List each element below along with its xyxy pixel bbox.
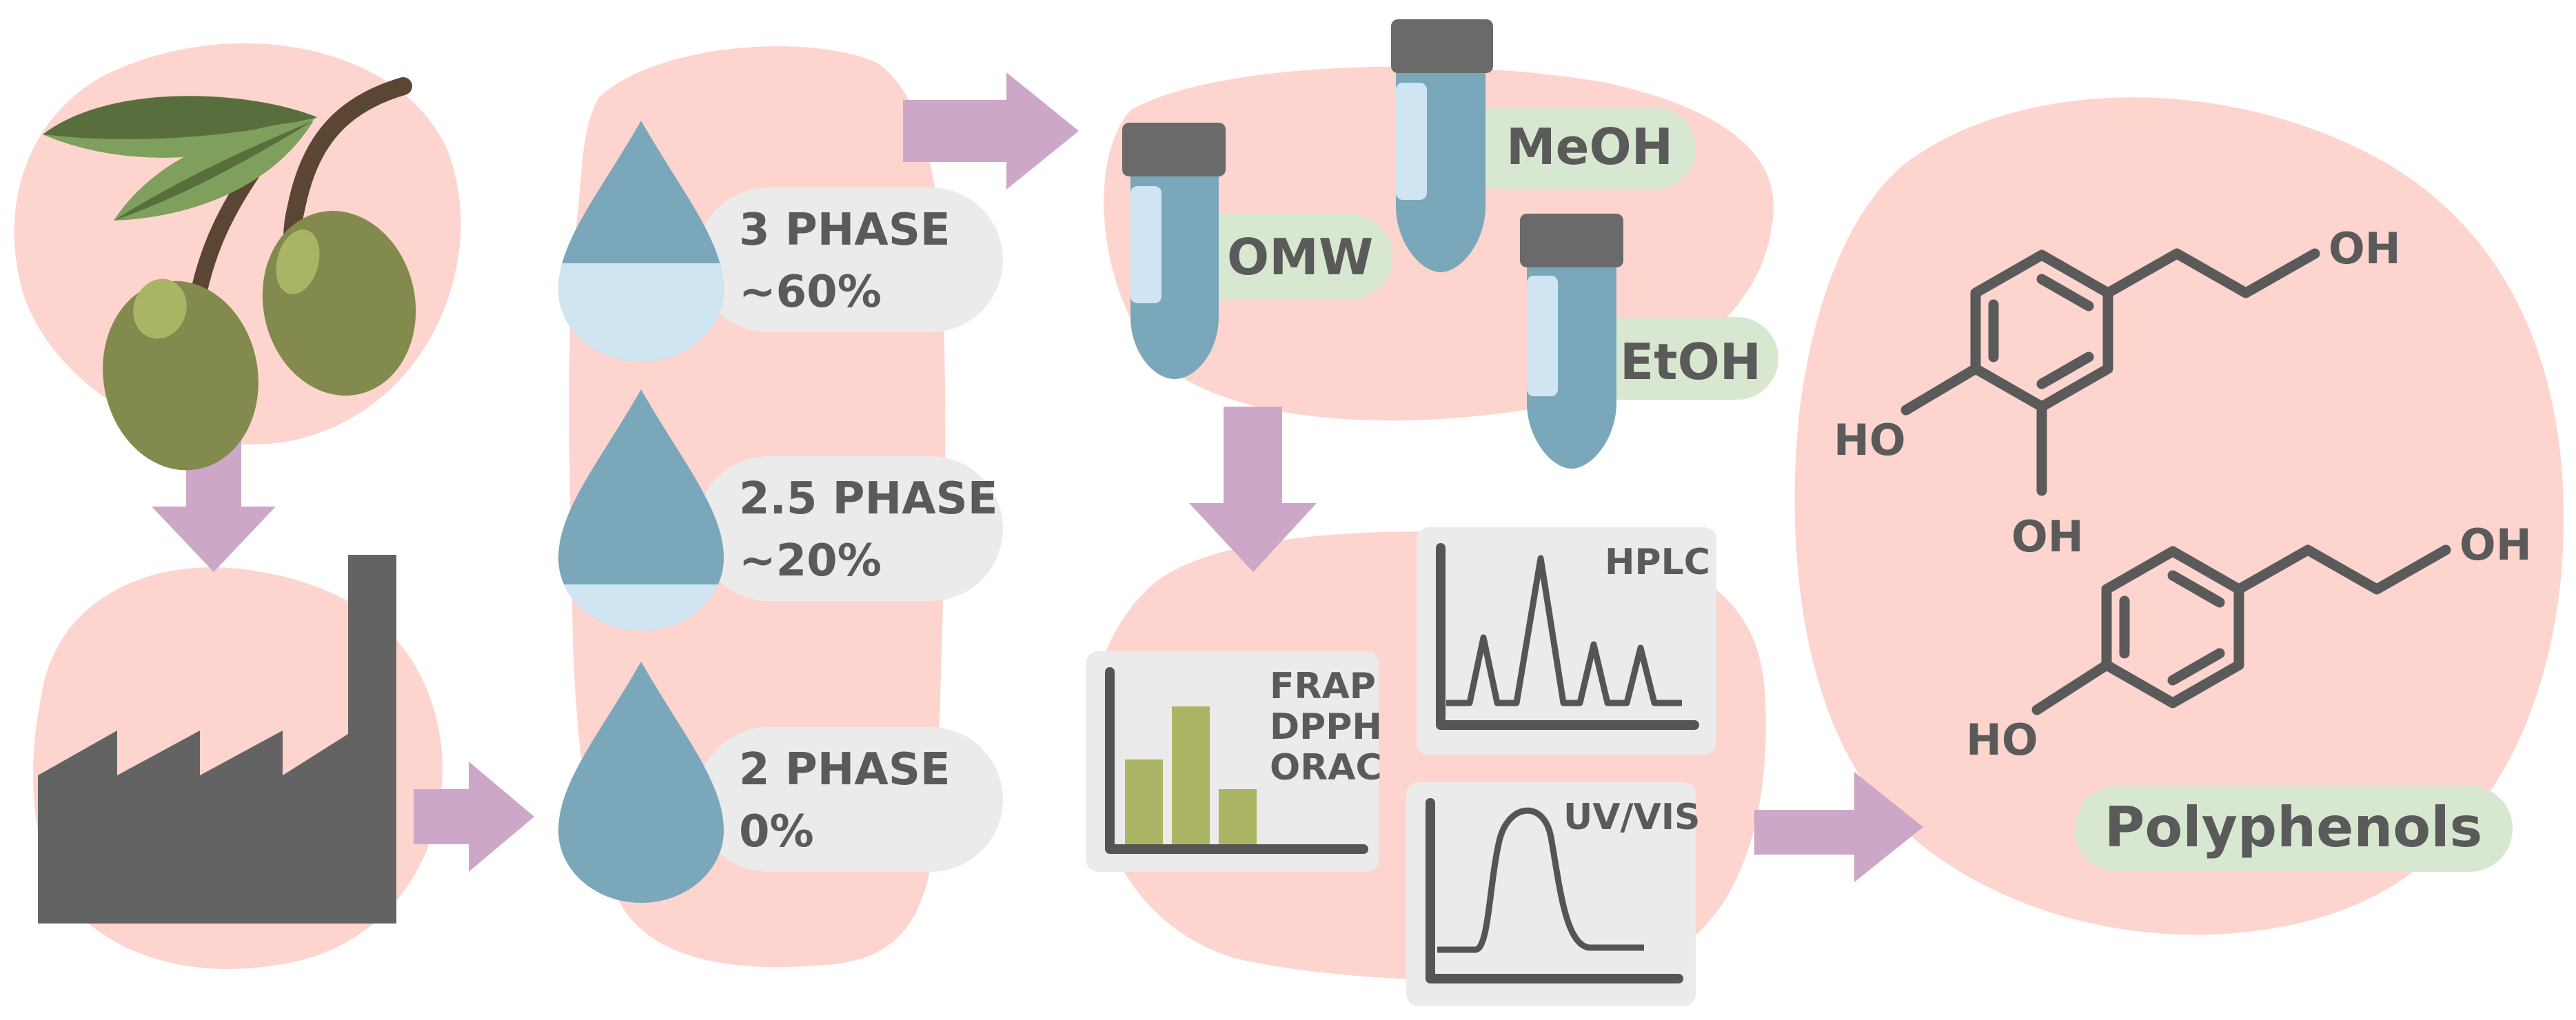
assay-label: UV/VIS	[1563, 797, 1701, 838]
hydroxyl-label: OH	[2329, 223, 2401, 274]
chart-card	[1417, 527, 1716, 755]
hydroxyl-label: HO	[1966, 715, 2038, 765]
ring-double-bond	[2036, 274, 2094, 312]
assay-label: HPLC	[1605, 542, 1710, 583]
bar	[1172, 706, 1210, 848]
antioxidant-assays-panel: FRAP DPPH ORAC	[1086, 651, 1382, 872]
tube-label-pill	[1579, 317, 1778, 400]
phase-pill	[696, 456, 1003, 601]
olive-fruit	[262, 210, 416, 396]
hydroxytyrosol-molecule: OH HO OH	[1834, 223, 2401, 562]
test-tube-icon	[1122, 123, 1226, 379]
result-label: Polyphenols	[2105, 795, 2483, 859]
hydroxyl-label: OH	[2011, 511, 2084, 562]
assay-label: DPPH	[1270, 706, 1382, 748]
factory-icon	[38, 555, 396, 924]
ring-double-bond	[2036, 351, 2094, 389]
result-pill	[2075, 786, 2513, 872]
arrow-drops-to-tubes	[903, 72, 1079, 190]
phase-name: 3 PHASE	[739, 205, 951, 256]
test-tube-icon	[1520, 214, 1623, 469]
bar-chart-icon	[1105, 667, 1368, 854]
tube-label: EtOH	[1620, 333, 1761, 391]
ring-double-bond	[2167, 648, 2225, 686]
assay-label: FRAP	[1270, 666, 1376, 707]
side-chain	[2102, 248, 2320, 298]
molecule-icon	[2031, 544, 2451, 715]
spectrum-icon	[1426, 798, 1683, 983]
chart-axes	[1426, 798, 1683, 983]
tube-meoh: MeOH	[1391, 19, 1696, 272]
phase-name: 2.5 PHASE	[739, 473, 997, 524]
tube-etoh: EtOH	[1520, 214, 1778, 469]
tube-omw: OMW	[1122, 123, 1392, 379]
hplc-panel: HPLC	[1417, 527, 1716, 755]
bar	[1125, 759, 1163, 848]
arrow-tubes-to-analysis	[1189, 407, 1317, 572]
phase-name: 2 PHASE	[739, 744, 951, 795]
chromatogram-trace	[1446, 555, 1682, 706]
test-tube-icon	[1391, 19, 1493, 272]
arrow-factory-to-drops	[414, 762, 534, 872]
hydroxyl-label: HO	[1834, 415, 1906, 465]
tube-label-pill	[1172, 214, 1392, 300]
tube-label: OMW	[1227, 228, 1373, 286]
phase-pill	[696, 187, 1003, 332]
leaf-lower-dark	[114, 121, 314, 221]
side-chain	[2233, 544, 2451, 595]
chromatogram-icon	[1436, 543, 1699, 730]
chart-axes	[1436, 543, 1699, 730]
phase-percent: ~60%	[739, 267, 882, 318]
phase-percent: 0%	[739, 806, 814, 857]
tube-label: MeOH	[1506, 118, 1673, 176]
flow-arrows	[152, 72, 1923, 882]
molecule-icon	[1900, 248, 2320, 496]
bar	[1219, 789, 1257, 848]
tube-label-pill	[1461, 107, 1696, 190]
tyrosol-molecule: OH HO	[1966, 520, 2532, 765]
assay-label: ORAC	[1270, 747, 1382, 788]
leaf-upper-light	[43, 117, 317, 158]
olive-branch-icon	[43, 77, 416, 471]
phase-3: 3 PHASE ~60%	[558, 121, 1003, 362]
phase-pill	[696, 727, 1003, 872]
olive-fruit	[103, 278, 258, 471]
hydroxyl-label: OH	[2460, 520, 2532, 570]
uvvis-panel: UV/VIS	[1406, 782, 1701, 1006]
chart-axes	[1105, 667, 1368, 854]
polyphenols-badge: Polyphenols	[2075, 786, 2513, 872]
arrow-olive-to-factory	[152, 434, 276, 572]
arrow-analysis-to-polyphenols	[1754, 772, 1923, 882]
molecule-blob	[1794, 97, 2564, 935]
bond-ho	[1900, 363, 1981, 416]
phase-percent: ~20%	[739, 536, 882, 586]
bond-ho	[2031, 660, 2112, 715]
absorbance-curve	[1437, 807, 1644, 953]
ring-double-bond	[2167, 570, 2225, 608]
